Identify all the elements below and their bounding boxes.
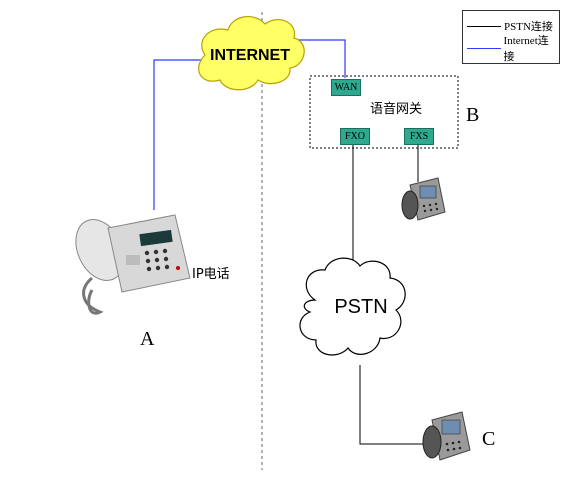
analog-phone-c-icon xyxy=(422,411,471,461)
gateway-title: 语音网关 xyxy=(370,102,423,117)
pstn-cloud xyxy=(299,257,406,356)
legend: PSTN连接 Internet连接 xyxy=(462,10,560,64)
ip-phone-icon xyxy=(75,214,191,315)
legend-label-internet: Internet连接 xyxy=(503,35,549,63)
node-label-c: C xyxy=(482,428,496,450)
fxs-port: FXS xyxy=(404,128,434,145)
legend-swatch-pstn xyxy=(467,25,501,27)
wan-port: WAN xyxy=(331,79,361,96)
legend-label-pstn: PSTN连接 xyxy=(504,21,553,33)
analog-phone-b-icon xyxy=(401,177,446,221)
pstn-link-c xyxy=(359,365,427,445)
legend-item-internet: Internet连接 xyxy=(467,35,559,63)
internet-link-a xyxy=(153,59,204,210)
fxo-port: FXO xyxy=(340,128,370,145)
internet-cloud xyxy=(198,16,305,91)
node-label-a: A xyxy=(140,328,155,350)
node-label-b: B xyxy=(466,104,480,126)
internet-cloud-label: INTERNET xyxy=(210,47,290,64)
pstn-cloud-label: PSTN xyxy=(334,296,388,318)
internet-link-b xyxy=(290,39,346,78)
ip-phone-label: IP电话 xyxy=(192,267,230,282)
gateway-box xyxy=(309,75,459,149)
legend-swatch-internet xyxy=(467,47,501,49)
legend-item-pstn: PSTN连接 xyxy=(467,17,553,35)
